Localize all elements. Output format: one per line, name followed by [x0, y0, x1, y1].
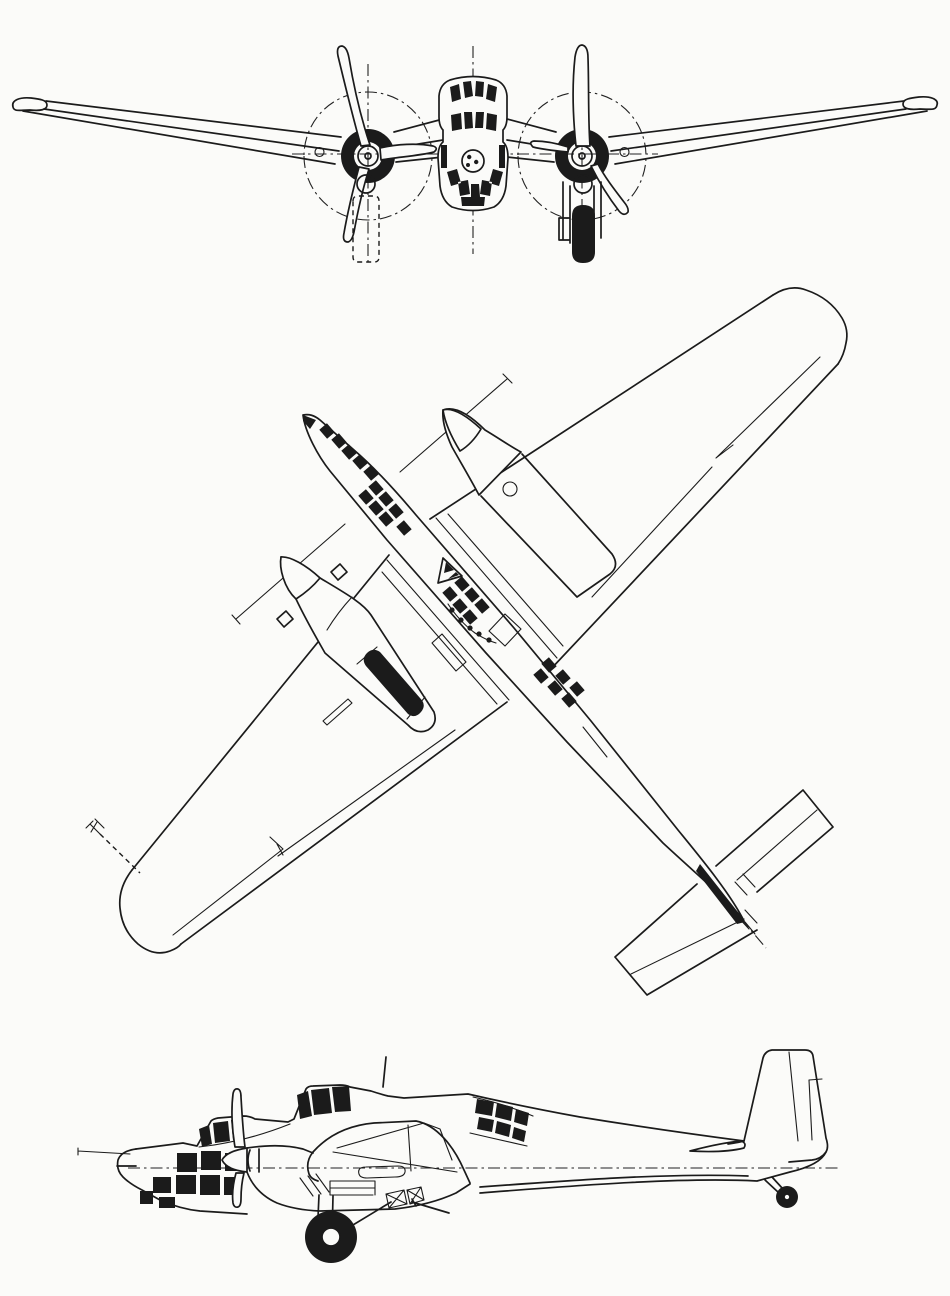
fuselage-outline: [302, 413, 745, 922]
flap-panel-port: [431, 633, 467, 672]
plan-view: [85, 287, 848, 996]
propeller-right: [529, 44, 630, 216]
rudder-hinge: [788, 1051, 799, 1142]
nacelle-outline: [246, 1144, 471, 1212]
main-wheel-port: [363, 649, 424, 717]
left-wing-lines: [22, 100, 342, 165]
propeller-blades: [231, 1088, 246, 1209]
wingtip-port: [118, 869, 182, 954]
wing-landing-light-circles: [314, 146, 630, 158]
tailplane-port: [614, 883, 758, 996]
spinner-starboard: [442, 408, 482, 452]
right-wing-root-lines: [506, 118, 557, 163]
lower-nose-glazing-fan: [447, 169, 503, 197]
left-wingtip: [11, 96, 48, 112]
flap-sliver-port: [322, 698, 353, 726]
wing-root-panels: [332, 1122, 458, 1173]
nose-ball-position: [461, 149, 485, 173]
wingtip-starboard: [772, 287, 848, 365]
aileron-starboard: [591, 356, 821, 598]
elevator-hinges: [630, 809, 818, 975]
cowl-seam-port: [326, 596, 353, 631]
main-wheel-hub: [321, 1227, 341, 1247]
gun-ring-beads: [449, 607, 492, 643]
nacelle-louvres: [329, 1180, 376, 1196]
canopy-roof-glazing: [450, 81, 497, 102]
rear-fuselage-bottom: [479, 1151, 827, 1194]
rudder-tip-line: [744, 921, 756, 935]
engine-hub-right: [571, 145, 593, 167]
spinner-port: [279, 556, 321, 600]
canopy-glazing: [358, 480, 404, 527]
belly-hatch: [461, 197, 485, 206]
cowl-flap-slashes: [299, 1173, 330, 1197]
tailwheel-hub: [783, 1193, 791, 1201]
nose-ball-detail: [466, 154, 479, 167]
walkway-x-panels: [385, 1186, 425, 1209]
spine-window: [396, 520, 412, 536]
pitot-trident: [85, 818, 105, 835]
rudder-trim-tab: [808, 1078, 823, 1141]
dorsal-station-triangle-panes: [444, 562, 459, 579]
dorsal-glazing: [442, 576, 490, 625]
fin-rudder-plan: [696, 864, 745, 924]
engine-hub-left: [357, 145, 379, 167]
right-wingtip: [902, 95, 939, 111]
engine-cowl-left: [341, 129, 395, 183]
nose-glazing: [319, 423, 379, 481]
nacelle-hatch-circle: [502, 481, 518, 497]
tailplane-starboard: [715, 789, 834, 893]
fin-outline: [727, 1049, 829, 1163]
antenna-mast: [382, 1056, 387, 1088]
front-view: [11, 44, 939, 264]
right-wing-lines: [608, 100, 928, 165]
nose-gun-rod: [77, 1147, 131, 1156]
wing-root-fairing: [306, 1120, 471, 1184]
nose-glazing: [140, 1151, 237, 1208]
ventral-gun: [411, 1198, 450, 1214]
dorsal-station-triangle: [437, 557, 463, 584]
aft-fuselage-panel-line: [582, 726, 608, 758]
main-canopy-glazing: [297, 1086, 351, 1119]
hatch-panel: [488, 613, 522, 647]
tailplane-side: [689, 1140, 746, 1153]
wing-root-slot: [358, 1165, 406, 1179]
blade-roots-port: [276, 563, 348, 628]
main-wheel-right: [572, 205, 595, 263]
windscreen-glazing: [451, 112, 497, 131]
aileron-port: [172, 729, 456, 936]
rear-canopy-glazing: [475, 1099, 529, 1142]
pitot-line: [99, 833, 141, 874]
spinner: [221, 1147, 248, 1173]
tailwheel-strut: [764, 1176, 784, 1194]
side-view: [77, 1049, 838, 1263]
nacelle-starboard-aft-lines: [480, 453, 617, 598]
wing-root-walkway-lines: [381, 513, 564, 705]
carb-intake-right: [573, 174, 593, 194]
wing-trailing-edges: [180, 363, 839, 945]
carb-intake-left: [356, 174, 376, 194]
nose-tip-dark: [303, 415, 316, 429]
